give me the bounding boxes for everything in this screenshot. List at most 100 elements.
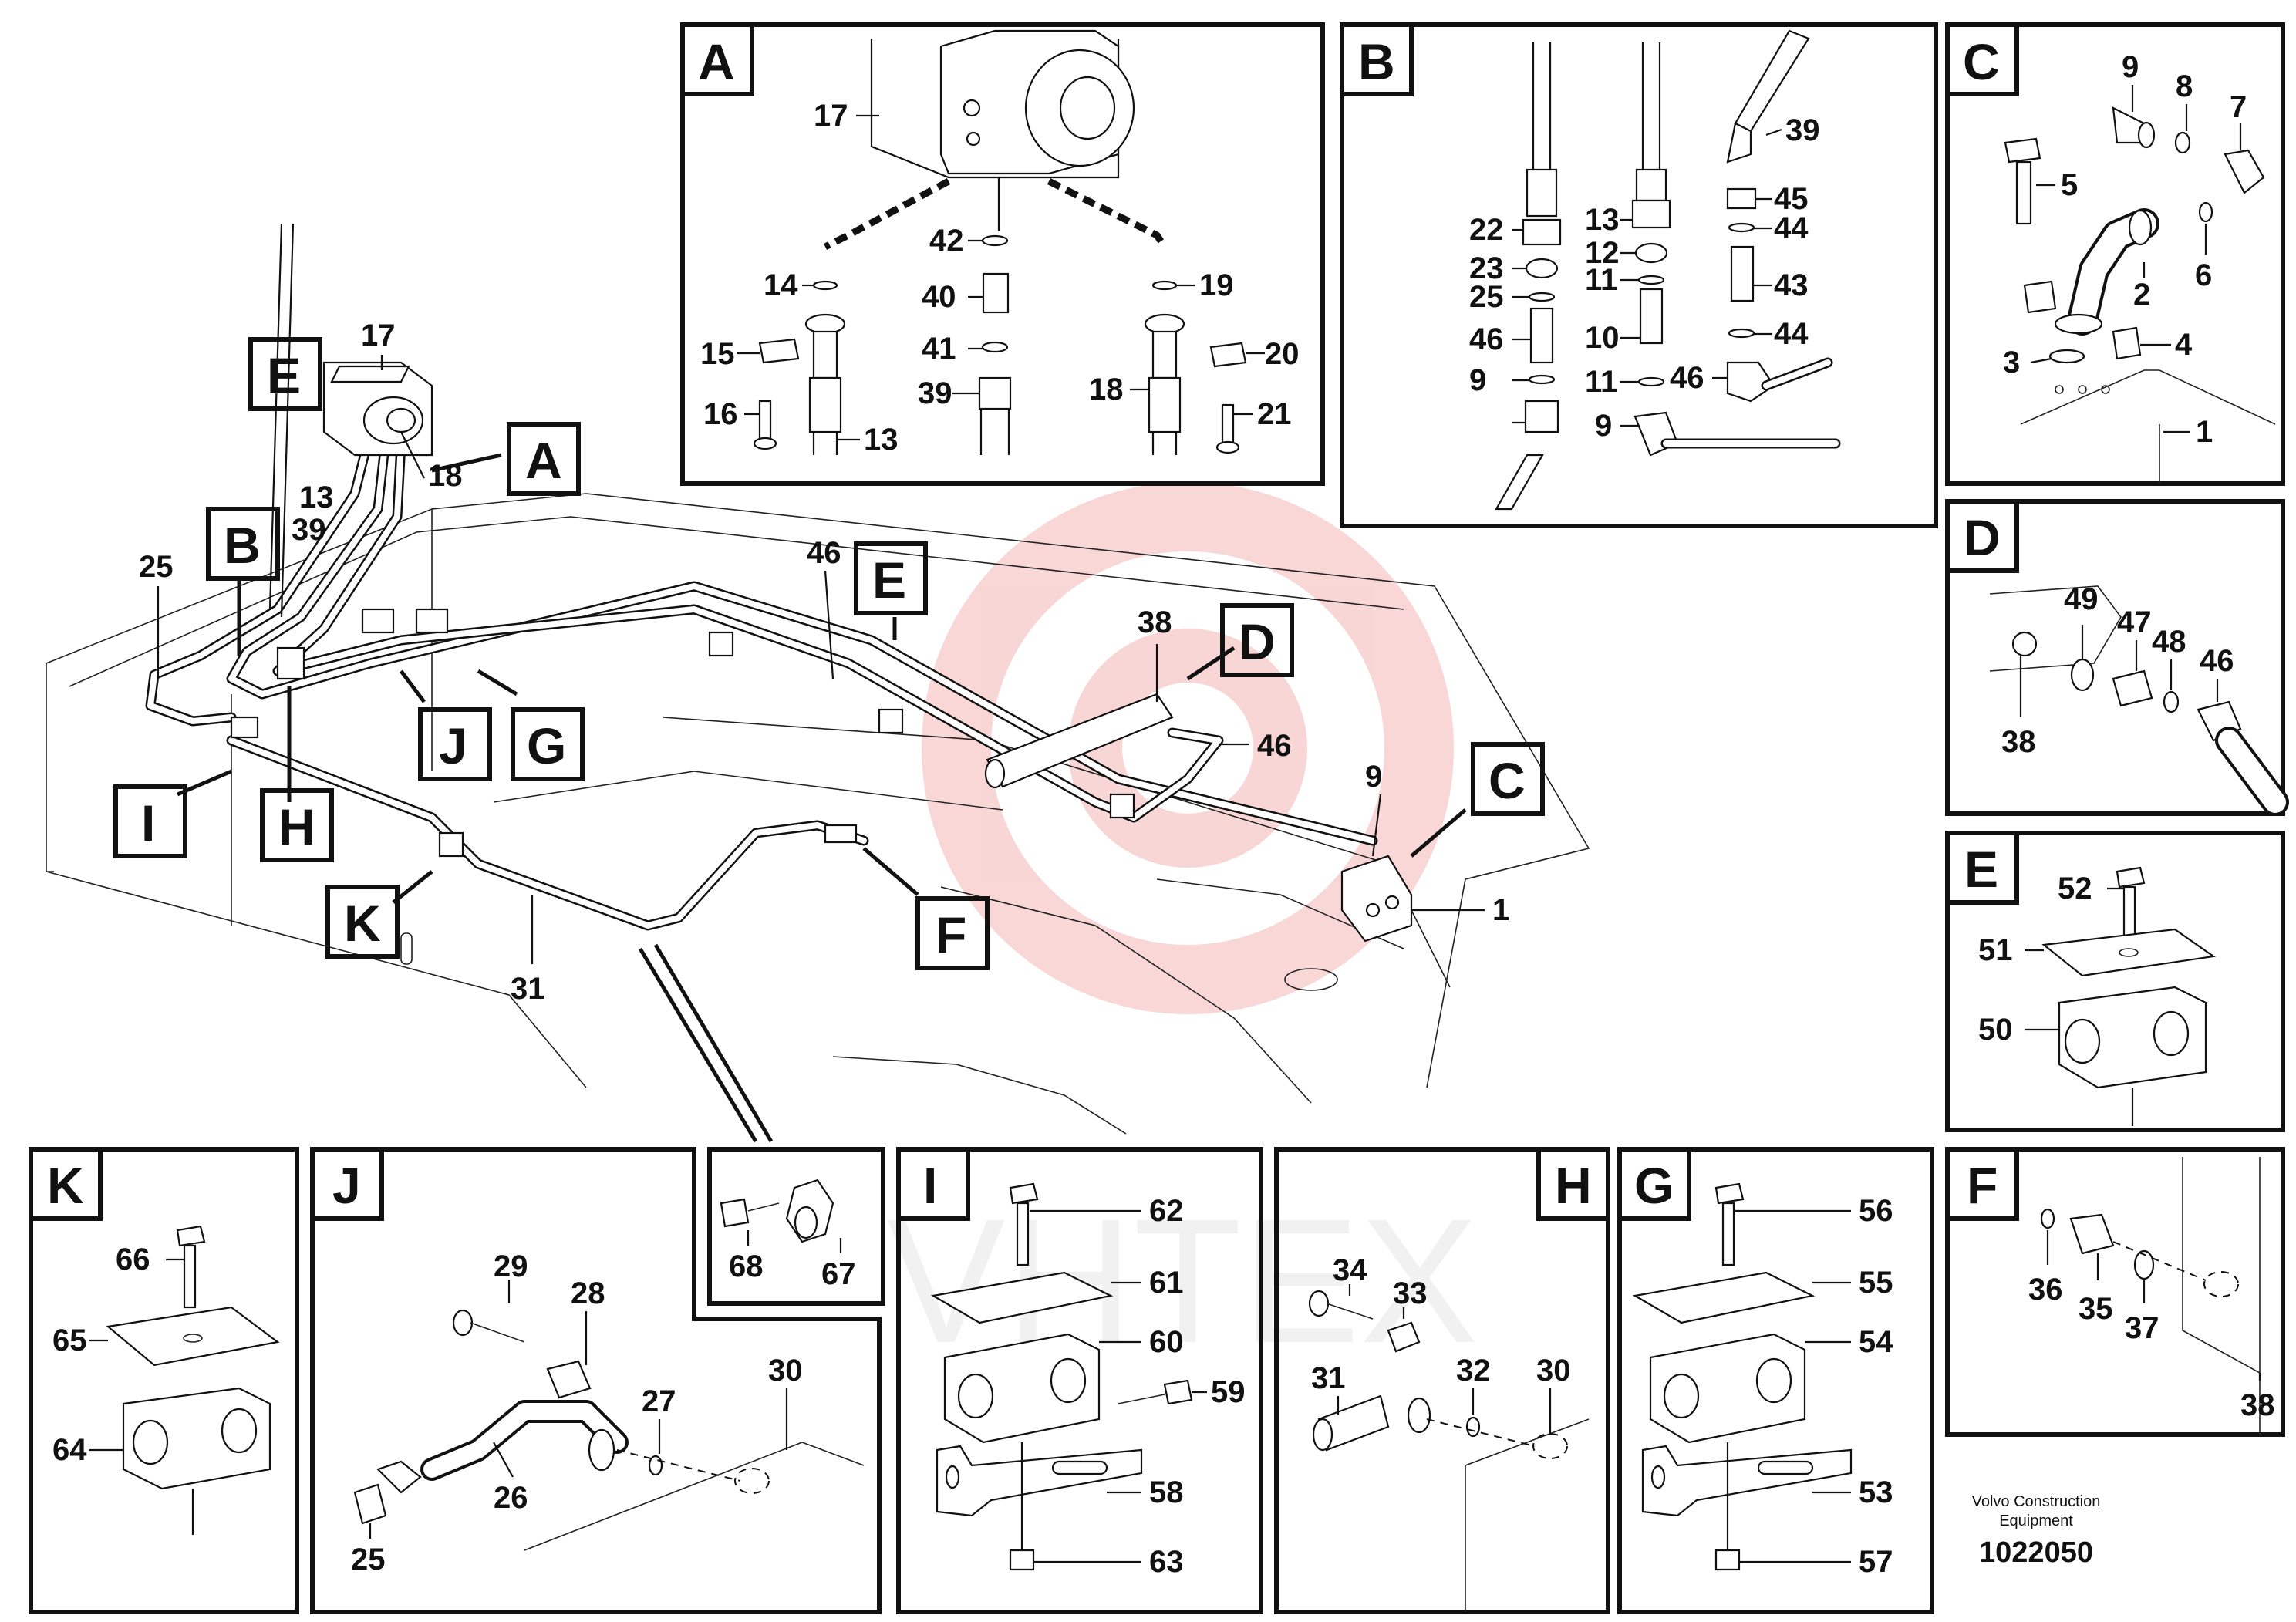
clamps	[230, 608, 1135, 858]
detail-K-title: K	[47, 1157, 84, 1214]
svg-text:61: 61	[1149, 1266, 1184, 1300]
svg-text:59: 59	[1211, 1375, 1246, 1409]
callout-9: 9	[1365, 760, 1382, 794]
svg-text:G: G	[527, 717, 566, 774]
svg-text:3: 3	[2003, 346, 2020, 379]
svg-text:9: 9	[1469, 363, 1486, 397]
svg-text:11: 11	[1585, 263, 1617, 297]
svg-text:56: 56	[1859, 1194, 1893, 1228]
svg-text:38: 38	[2001, 725, 2036, 759]
detail-I-title: I	[923, 1157, 937, 1214]
svg-text:53: 53	[1859, 1475, 1893, 1509]
detail-B-title: B	[1358, 33, 1395, 90]
svg-text:D: D	[1239, 613, 1276, 670]
svg-text:11: 11	[1585, 365, 1617, 399]
callout-18: 18	[428, 459, 463, 493]
svg-text:30: 30	[1536, 1354, 1571, 1388]
svg-text:14: 14	[764, 268, 798, 302]
svg-text:17: 17	[814, 99, 848, 133]
svg-text:55: 55	[1859, 1266, 1893, 1300]
detail-A-title: A	[698, 33, 735, 90]
svg-text:68: 68	[729, 1249, 764, 1283]
detail-I: I 62 61 60 59 58 63	[896, 1147, 1263, 1614]
detail-E: E 52 51 50	[1945, 831, 2285, 1132]
detail-F-title: F	[1967, 1157, 1998, 1214]
svg-text:44: 44	[1774, 317, 1809, 351]
drawing-number: 1022050	[1979, 1536, 2093, 1569]
detail-J-title: J	[332, 1157, 361, 1214]
callout-25: 25	[139, 550, 174, 584]
svg-text:15: 15	[700, 337, 735, 371]
tag-I: I	[113, 784, 187, 858]
svg-text:64: 64	[52, 1433, 87, 1467]
watermark-logo: VHTEX	[887, 482, 1478, 1380]
detail-A: A 17 42	[680, 22, 1325, 486]
callout-46-top: 46	[807, 536, 841, 570]
svg-text:6: 6	[2195, 258, 2212, 292]
main-callouts: 17 13 18 39 25 46 38 46 9 1 31	[139, 319, 1509, 1006]
svg-text:C: C	[1489, 752, 1526, 809]
callout-46-right: 46	[1257, 729, 1292, 763]
svg-text:1: 1	[2196, 415, 2213, 449]
svg-text:33: 33	[1393, 1276, 1428, 1310]
svg-text:B: B	[224, 517, 261, 574]
tag-C: C	[1471, 742, 1545, 816]
tag-E-mid: E	[854, 541, 928, 615]
svg-text:30: 30	[768, 1354, 803, 1388]
svg-text:12: 12	[1585, 236, 1620, 270]
detail-K: K 66 65 64	[29, 1147, 299, 1614]
svg-text:60: 60	[1149, 1325, 1184, 1359]
svg-text:13: 13	[1585, 203, 1620, 237]
valve-block-1	[1340, 855, 1413, 943]
detail-C: C 9 8 7 5 6 2 3	[1945, 22, 2285, 486]
svg-text:36: 36	[2028, 1273, 2063, 1307]
svg-text:8: 8	[2176, 69, 2193, 103]
svg-text:38: 38	[2240, 1388, 2275, 1422]
detail-D: D 49 47 48 46 38	[1945, 499, 2289, 816]
main-assembly-view: 17 13 18 39 25 46 38 46 9 1 31 A	[46, 223, 1590, 1143]
svg-text:46: 46	[1469, 322, 1504, 356]
callout-38: 38	[1138, 605, 1172, 639]
detail-C-title: C	[1963, 33, 2000, 90]
detail-E-title: E	[1964, 841, 1998, 898]
svg-text:63: 63	[1149, 1545, 1184, 1579]
svg-text:16: 16	[703, 397, 738, 431]
detail-D-title: D	[1964, 509, 2001, 566]
svg-text:I: I	[141, 794, 155, 851]
svg-text:62: 62	[1149, 1194, 1184, 1228]
svg-text:46: 46	[2200, 644, 2234, 678]
svg-text:A: A	[525, 432, 562, 489]
svg-text:52: 52	[2058, 872, 2092, 905]
svg-text:40: 40	[922, 280, 956, 314]
callout-1: 1	[1492, 893, 1509, 927]
tag-A: A	[507, 422, 581, 496]
detail-B: B 22 23 25	[1340, 22, 1938, 528]
svg-text:51: 51	[1978, 933, 2013, 967]
svg-text:50: 50	[1978, 1013, 2013, 1047]
footer-info: Volvo Construction Equipment 1022050	[1972, 1493, 2101, 1569]
svg-text:23: 23	[1469, 251, 1504, 285]
detail-H-title: H	[1555, 1157, 1592, 1214]
svg-text:4: 4	[2175, 328, 2193, 362]
company-line-2: Equipment	[1999, 1512, 2073, 1529]
detail-G: G 56 55 54 53 57	[1617, 1147, 1934, 1614]
tag-K: K	[325, 885, 400, 959]
svg-text:28: 28	[571, 1276, 605, 1310]
main-detail-tags: A B C D E E F	[113, 337, 1545, 970]
company-line-1: Volvo Construction	[1972, 1493, 2101, 1510]
callout-31: 31	[511, 972, 545, 1006]
svg-text:34: 34	[1333, 1253, 1367, 1287]
detail-clip: 68 67	[707, 1147, 885, 1306]
svg-text:F: F	[936, 906, 966, 963]
tag-E-top: E	[248, 337, 322, 411]
svg-text:27: 27	[642, 1384, 676, 1418]
watermark-text: VHTEX	[887, 1182, 1478, 1380]
svg-text:57: 57	[1859, 1545, 1893, 1579]
svg-text:29: 29	[494, 1249, 528, 1283]
svg-text:65: 65	[52, 1324, 87, 1357]
svg-text:9: 9	[1595, 409, 1612, 443]
svg-text:20: 20	[1265, 337, 1300, 371]
svg-text:35: 35	[2079, 1292, 2113, 1326]
svg-text:18: 18	[1089, 373, 1124, 406]
detail-pointers	[177, 223, 1467, 1143]
